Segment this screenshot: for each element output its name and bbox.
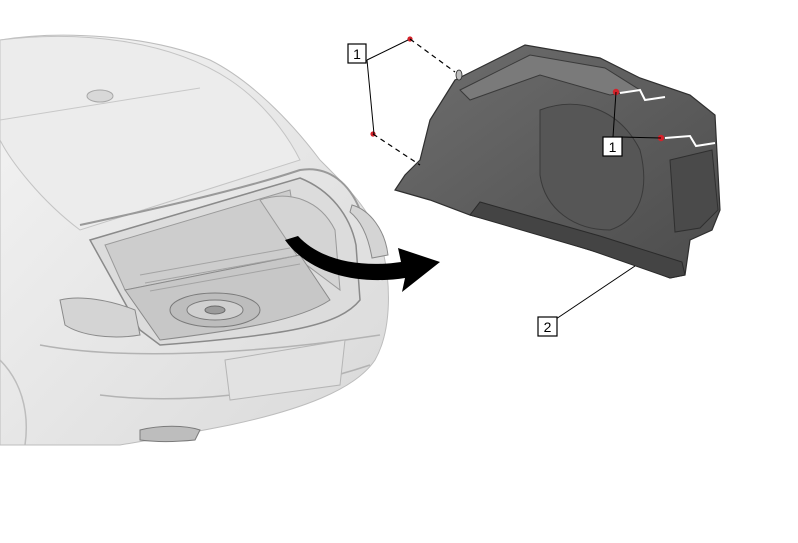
trunk-lid-edge	[79, 168, 361, 226]
exhaust-tip	[139, 425, 201, 442]
callout-1-right: 1	[602, 91, 662, 157]
callout-2-label: 2	[544, 319, 552, 335]
tail-light-left	[59, 297, 141, 338]
tail-light-right	[349, 204, 389, 259]
fastener-alignment-line-left	[372, 133, 421, 166]
spare-wheel-well	[169, 292, 261, 328]
fastener-alignment-line-top	[409, 38, 456, 73]
mounting-slot	[455, 69, 463, 81]
retaining-clip-lower	[664, 134, 716, 148]
callout-1-right-label: 1	[609, 139, 617, 155]
callout-1-left: 1	[347, 39, 409, 135]
removal-direction-arrow	[285, 236, 440, 292]
rear-window	[0, 35, 301, 231]
trunk-side-trim-panel	[394, 44, 721, 279]
car-rear-illustration	[0, 34, 389, 446]
retaining-clip-upper	[619, 88, 666, 102]
antenna	[86, 89, 114, 103]
callout-1-left-label: 1	[353, 46, 361, 62]
callout-2: 2	[537, 265, 636, 337]
